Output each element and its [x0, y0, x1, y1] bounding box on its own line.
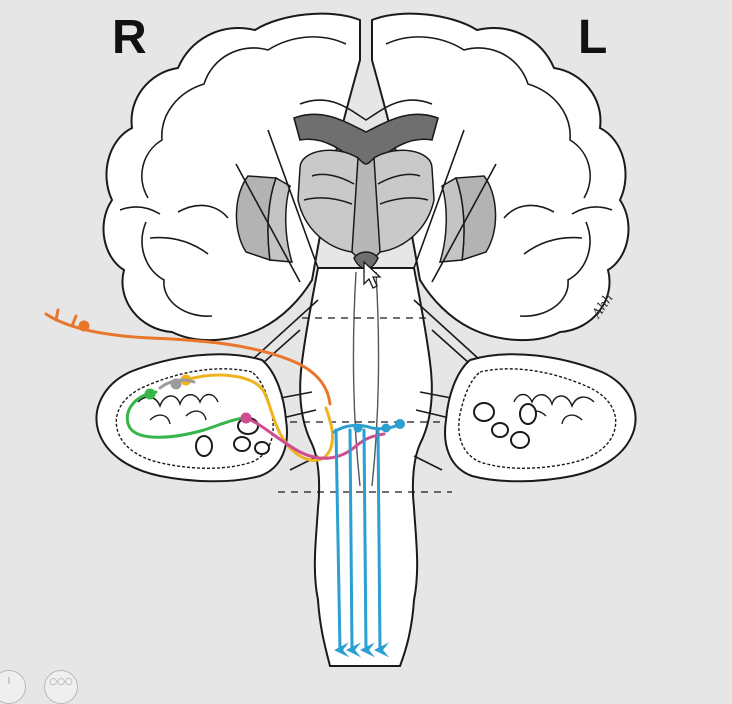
- gray-pathway: [158, 378, 196, 390]
- thalamus: [297, 149, 435, 270]
- neuroanatomy-diagram: Ahh: [44, 12, 637, 667]
- pink-pathway: [240, 412, 386, 460]
- right-basal-ganglia: [235, 175, 294, 263]
- section-level-lines: [278, 317, 452, 493]
- mouse-cursor-icon: [363, 260, 382, 289]
- green-pathway: [125, 388, 248, 439]
- blue-pathway: [332, 419, 405, 658]
- left-cerebellum: [444, 353, 637, 483]
- right-cerebellum: [95, 353, 288, 483]
- ventricles: [293, 99, 439, 167]
- left-hemisphere: [371, 12, 630, 342]
- left-basal-ganglia: [438, 175, 497, 263]
- brainstem: [299, 267, 433, 667]
- internal-capsule: [235, 129, 497, 283]
- more-options-button[interactable]: ○○○: [44, 670, 78, 704]
- right-side-label: R: [112, 11, 147, 64]
- descending-midline: [352, 271, 380, 487]
- left-side-label: L: [578, 11, 608, 64]
- orange-pathway: [44, 308, 332, 406]
- right-hemisphere: [102, 12, 361, 342]
